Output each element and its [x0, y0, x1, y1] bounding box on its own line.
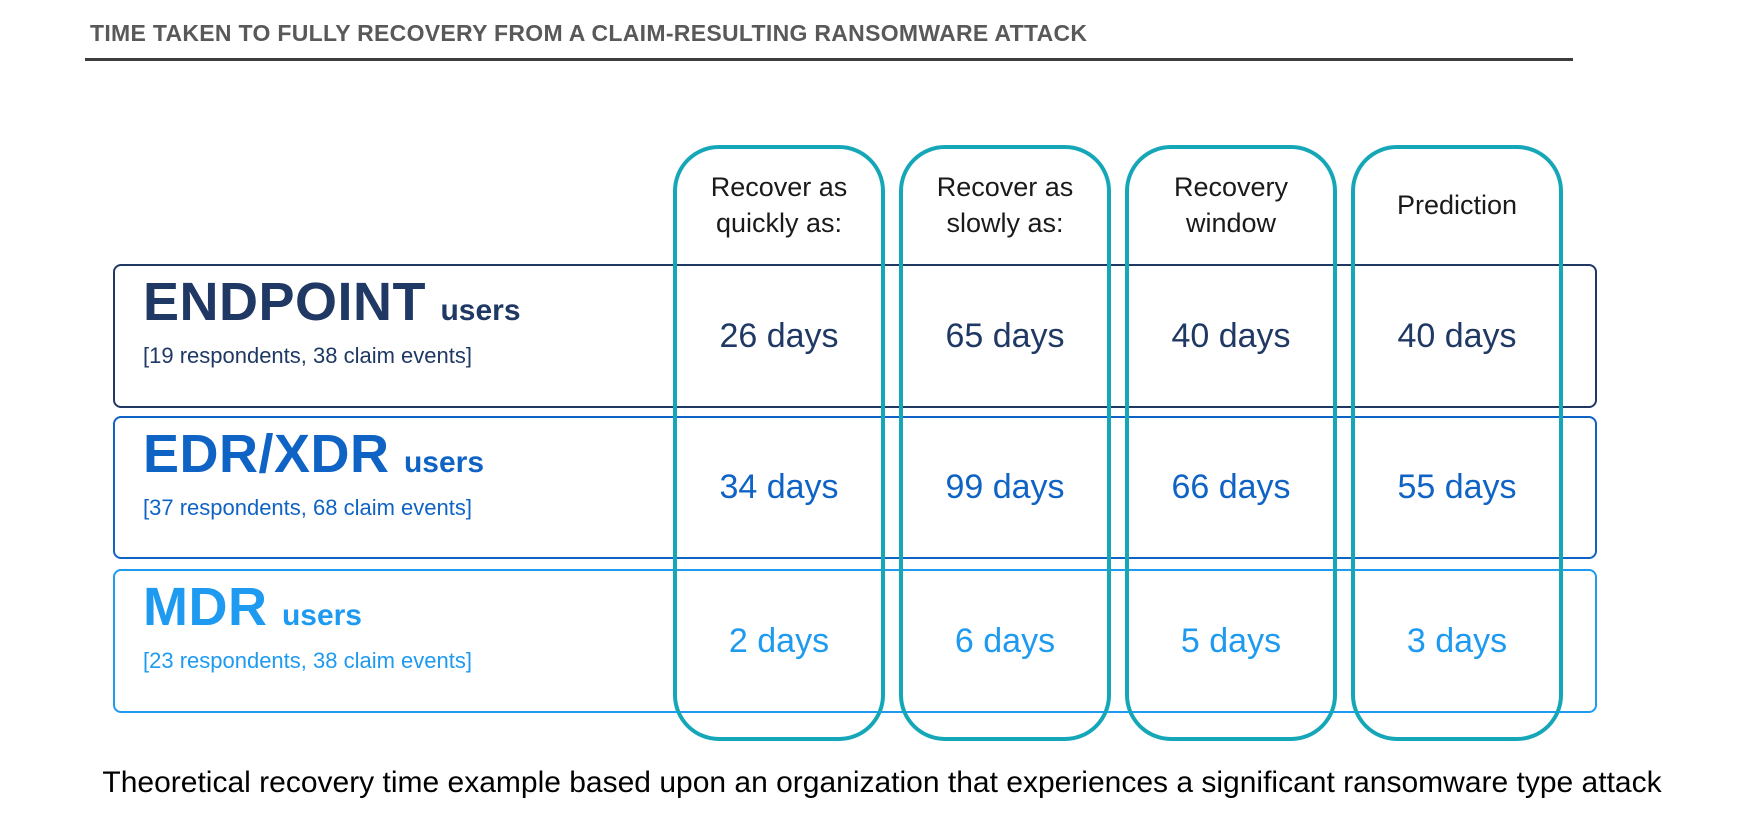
- column-header-line: Recover as: [936, 171, 1074, 202]
- cell-value: 66 days: [1171, 468, 1291, 506]
- row-suffix: users: [281, 599, 362, 632]
- cell-value: 2 days: [728, 621, 830, 660]
- row-detail: [37 respondents, 68 claim events]: [143, 494, 472, 520]
- column-capsule-recover-quickly: Recover as quickly as:: [673, 145, 885, 741]
- column-capsule-prediction: Prediction: [1351, 145, 1563, 741]
- column-capsule-recover-slowly: Recover as slowly as:: [899, 145, 1111, 741]
- page-title: TIME TAKEN TO FULLY RECOVERY FROM A CLAI…: [90, 20, 1088, 46]
- row-label: MDR users [23 respondents, 38 claim even…: [143, 579, 472, 674]
- row-label: ENDPOINT users [19 respondents, 38 claim…: [143, 274, 521, 369]
- cell-value: 99 days: [945, 468, 1065, 506]
- row-detail: [23 respondents, 38 claim events]: [143, 647, 472, 673]
- cell-value: 34 days: [719, 468, 839, 506]
- table-row-endpoint: ENDPOINT users [19 respondents, 38 claim…: [113, 264, 1597, 408]
- cell-value: 40 days: [1171, 316, 1291, 355]
- row-name: MDR: [143, 577, 268, 637]
- column-header-line: Prediction: [1396, 189, 1518, 220]
- row-label: EDR/XDR users [37 respondents, 68 claim …: [143, 426, 484, 521]
- row-name: EDR/XDR: [143, 424, 390, 484]
- row-suffix: users: [403, 446, 485, 479]
- cell-value: 55 days: [1397, 468, 1517, 506]
- column-header-line: Recovery: [1173, 171, 1289, 202]
- column-header: Recovery window: [1129, 149, 1333, 249]
- column-header: Recover as slowly as:: [903, 149, 1107, 249]
- column-header: Prediction: [1355, 149, 1559, 249]
- column-header-line: window: [1185, 208, 1277, 238]
- cell-value: 6 days: [954, 621, 1056, 660]
- cell-value: 40 days: [1397, 316, 1517, 355]
- column-header-line: slowly as:: [946, 208, 1064, 238]
- cell-value: 65 days: [945, 316, 1065, 355]
- row-name: ENDPOINT: [143, 272, 427, 332]
- column-capsule-recovery-window: Recovery window: [1125, 145, 1337, 741]
- row-suffix: users: [440, 294, 521, 327]
- cell-value: 5 days: [1180, 621, 1282, 660]
- cell-value: 26 days: [719, 316, 839, 355]
- table-row-edr-xdr: EDR/XDR users [37 respondents, 68 claim …: [113, 416, 1597, 559]
- title-underline: [85, 58, 1573, 61]
- column-header: Recover as quickly as:: [677, 149, 881, 249]
- cell-value: 3 days: [1406, 621, 1508, 660]
- caption: Theoretical recovery time example based …: [102, 766, 1662, 799]
- column-header-line: Recover as: [710, 171, 848, 202]
- row-detail: [19 respondents, 38 claim events]: [143, 342, 472, 368]
- column-header-line: quickly as:: [715, 208, 843, 238]
